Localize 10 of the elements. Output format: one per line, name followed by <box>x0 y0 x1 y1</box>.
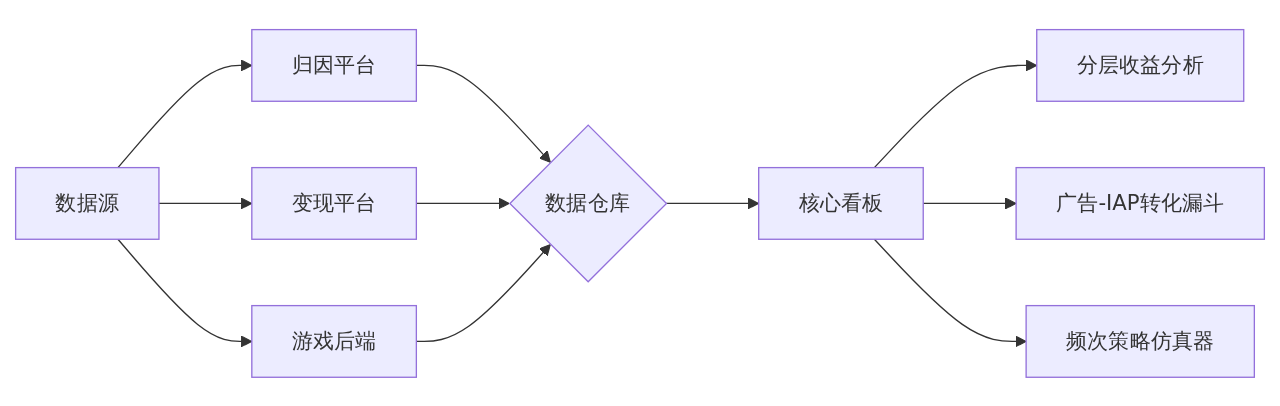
node-diamond: 数据仓库 <box>508 123 668 283</box>
node-box: 核心看板 <box>758 166 924 240</box>
node-box: 广告-IAP转化漏斗 <box>1015 166 1266 240</box>
node-box: 分层收益分析 <box>1036 28 1245 102</box>
node-box: 归因平台 <box>251 28 418 102</box>
node-box: 变现平台 <box>251 166 418 240</box>
node-box: 频次策略仿真器 <box>1025 304 1255 378</box>
node-box: 数据源 <box>14 166 160 240</box>
node-box: 游戏后端 <box>251 304 418 378</box>
arrow <box>873 238 1027 347</box>
